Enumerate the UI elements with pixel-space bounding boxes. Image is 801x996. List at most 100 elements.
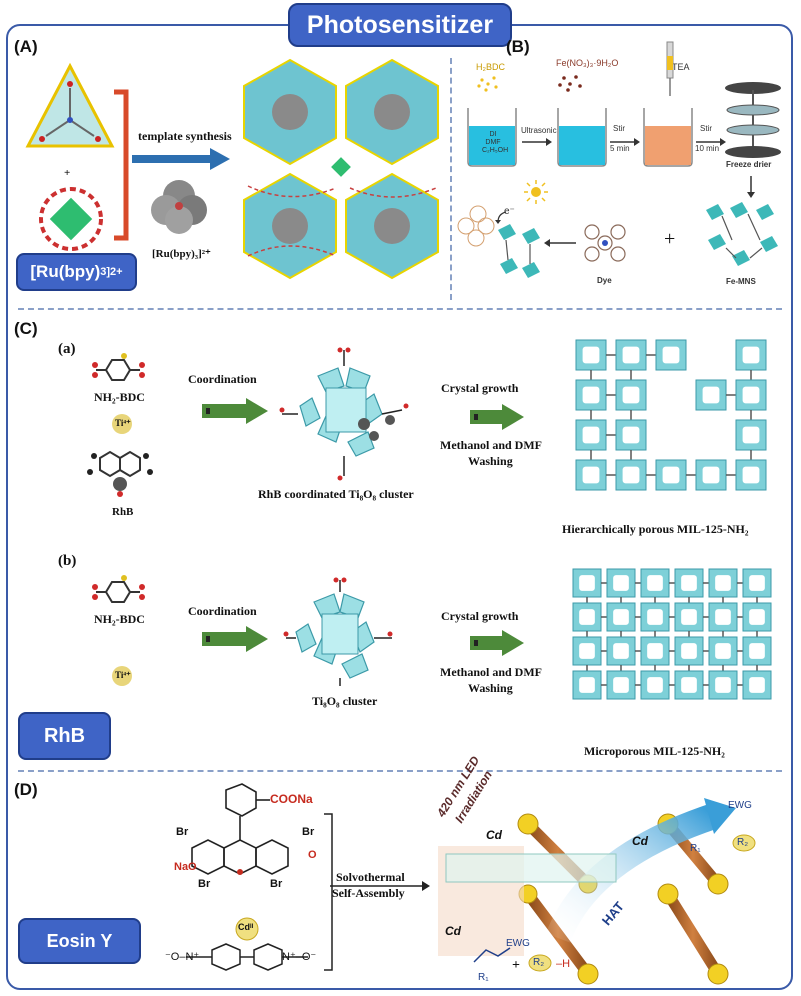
panel-d-cd-label: Cdᴵᴵ xyxy=(238,922,254,932)
lattice-cell xyxy=(640,670,670,700)
lattice-cell xyxy=(674,636,704,666)
title-text: Photosensitizer xyxy=(306,10,494,39)
panel-b-beaker-text-2: DMF xyxy=(485,139,501,146)
panel-c-a-arrow-1 xyxy=(202,398,268,424)
lattice-cell xyxy=(572,636,602,666)
lattice-cell xyxy=(606,568,636,598)
panel-c-a-wash1: Methanol and DMF xyxy=(440,438,542,452)
panel-a-ru-complex xyxy=(151,180,207,234)
panel-d-cd-node-3: Cd xyxy=(445,924,461,938)
panel-a-complex-label: [Ru(bpy)₃]²⁺ xyxy=(152,248,211,260)
panel-b-fe-mns xyxy=(706,202,778,266)
panel-d-cd-ion xyxy=(235,917,259,941)
panel-b-beaker-1 xyxy=(467,108,517,167)
panel-d-br-1: Br xyxy=(176,826,189,838)
lattice-cell xyxy=(742,568,772,598)
lattice-cell xyxy=(674,602,704,632)
panel-d-r2-product: R₂ xyxy=(737,837,749,848)
panel-d-cd-node-1: Cd xyxy=(486,828,502,842)
panel-a-mof-structure xyxy=(240,56,442,282)
lattice-cell xyxy=(742,636,772,666)
panel-d-nao: NaO xyxy=(174,861,197,873)
panel-d-ewg-reactant: EWG xyxy=(506,938,530,949)
panel-d-ewg-product: EWG xyxy=(728,800,752,811)
panel-c-b-arrow-2 xyxy=(470,630,524,656)
panel-b-electron: e⁻ xyxy=(504,206,515,217)
panel-b-step2a: Stir xyxy=(613,124,625,133)
panel-c-a-label: (a) xyxy=(58,341,76,357)
lattice-cell xyxy=(655,339,687,371)
panel-c-a-rhb xyxy=(87,450,153,497)
panel-d-n-oxide-right: N⁺–O⁻ xyxy=(282,951,317,963)
panel-a-plus: + xyxy=(64,167,71,179)
lattice-cell xyxy=(708,636,738,666)
panel-c-b-wash1: Methanol and DMF xyxy=(440,665,542,679)
panel-c-a-metal-label: Ti⁴⁺ xyxy=(115,418,131,428)
panel-c-b-cluster xyxy=(283,577,393,686)
lattice-cell xyxy=(742,670,772,700)
panel-d-coona: COONa xyxy=(270,792,313,806)
panel-d-eosin-structure xyxy=(191,783,289,875)
panel-c-sensitizer-box: RhB xyxy=(18,712,111,760)
panel-d-bipyridine xyxy=(186,943,308,971)
panel-a-arrow xyxy=(132,148,230,170)
panel-b-syringe xyxy=(666,41,674,96)
lattice-cell xyxy=(575,419,607,451)
panel-b-step3b: 10 min xyxy=(695,144,720,153)
panel-a-sensitizer-box: [Ru(bpy)3]2+ xyxy=(16,253,137,291)
panel-c-a-product: Hierarchically porous MIL-125-NH₂ xyxy=(562,522,749,536)
panel-d-box-text: Eosin Y xyxy=(46,930,113,951)
lattice-cell xyxy=(708,568,738,598)
panel-b-plus: + xyxy=(664,228,676,250)
panel-c-b-linker xyxy=(92,575,145,603)
lattice-cell xyxy=(695,459,727,491)
lattice-cell xyxy=(575,379,607,411)
panel-a-label: (A) xyxy=(14,37,38,56)
panel-c-b-metal-label: Ti⁴⁺ xyxy=(115,670,131,680)
panel-b-freeze-label: Freeze drier xyxy=(726,160,772,169)
lattice-cell xyxy=(615,339,647,371)
lattice-cell xyxy=(615,419,647,451)
panel-d-r2-product-badge xyxy=(732,834,756,852)
panel-b-dye-label: Dye xyxy=(597,276,612,285)
panel-b-beaker-3 xyxy=(643,108,693,167)
panel-a-bracket xyxy=(114,89,129,241)
lattice-cell xyxy=(606,670,636,700)
lattice-cell xyxy=(695,379,727,411)
panel-b-reagent1: H₂BDC xyxy=(476,62,505,72)
panel-c-b-arrow-1 xyxy=(202,626,268,652)
panel-b-dye xyxy=(584,224,626,262)
panel-c-a-wash2: Washing xyxy=(468,454,513,468)
panel-c-b-product: Microporous MIL-125-NH₂ xyxy=(584,744,725,758)
panel-d-br-2: Br xyxy=(302,826,315,838)
panel-c-a-step1: Coordination xyxy=(188,372,257,386)
panel-c-b-label: (b) xyxy=(58,553,77,569)
divider-c-d xyxy=(18,770,782,772)
panel-a-box-sub: 3 xyxy=(100,266,107,278)
panel-b-beaker-2 xyxy=(557,108,607,167)
panel-c-b-cluster-label: Ti₈O₈ cluster xyxy=(312,694,378,708)
panel-c-a-arrow-2 xyxy=(470,404,524,430)
lattice-cell xyxy=(735,419,767,451)
panel-b-step3a: Stir xyxy=(700,124,712,133)
panel-b-electron-arrow xyxy=(495,211,507,224)
panel-b-freeze-drier xyxy=(725,82,781,158)
panel-c-a-cluster xyxy=(279,347,409,481)
panel-a-arrow-text: template synthesis xyxy=(138,129,232,143)
lattice-cell xyxy=(655,459,687,491)
panel-b-beaker-text-3: C₂H₅OH xyxy=(482,147,509,154)
lattice-cell xyxy=(674,568,704,598)
panel-a-box-sup: ]2+ xyxy=(106,266,123,278)
lattice-cell xyxy=(708,670,738,700)
panel-c-b-step2: Crystal growth xyxy=(441,609,519,623)
panel-b-arrow-1 xyxy=(522,138,552,146)
panel-d-n-oxide-left: ⁻O–N⁺ xyxy=(165,951,200,963)
panel-c-a-cluster-label: RhB coordinated Ti₈O₈ cluster xyxy=(258,487,414,501)
panel-c-b-ti-ion xyxy=(112,666,132,686)
panel-d-r1-reactant: R₁ xyxy=(478,972,489,983)
panel-d-step: Solvothermal xyxy=(336,870,405,884)
lattice-cell xyxy=(575,339,607,371)
panel-b-reagent-dots xyxy=(477,75,582,92)
panel-c-b-wash2: Washing xyxy=(468,681,513,695)
panel-c-box-text: RhB xyxy=(43,724,86,747)
